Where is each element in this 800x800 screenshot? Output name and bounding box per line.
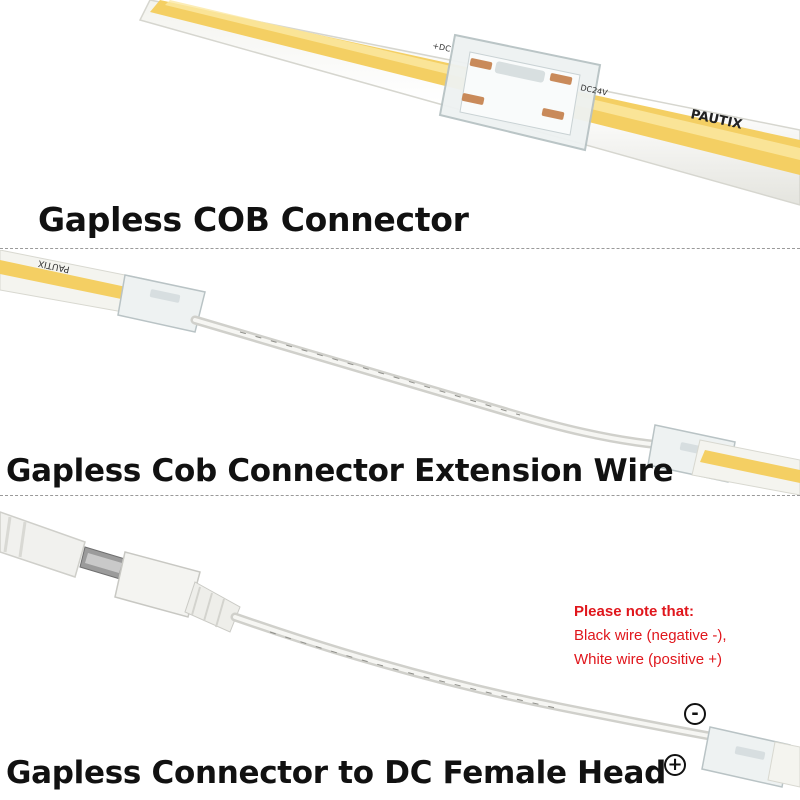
panel-divider-2: [0, 495, 800, 496]
positive-symbol-icon: +: [664, 754, 686, 776]
note-black-wire: Black wire (negative -),: [574, 627, 727, 644]
connector-housing: [438, 33, 602, 152]
note-title: Please note that:: [574, 603, 695, 620]
panel-cob-connector: +DC DC24V PAUTIX Gapless COB Connector: [0, 0, 800, 245]
extension-wire-photo: PAUTIX: [0, 250, 800, 495]
cob-connector-photo: +DC DC24V PAUTIX: [138, 0, 800, 206]
dc-female-head-photo: [0, 511, 800, 788]
wire-polarity-note: Please note that: Black wire (negative -…: [574, 600, 794, 672]
note-white-wire: White wire (positive +): [574, 651, 722, 668]
caption-extension-wire: Gapless Cob Connector Extension Wire: [6, 453, 674, 489]
caption-dc-female-head: Gapless Connector to DC Female Head: [6, 755, 667, 791]
strip-end-connector: [701, 726, 791, 788]
panel-divider: [0, 248, 800, 249]
panel-extension-wire: PAUTIX Gapless Cob Connector Extension W…: [0, 250, 800, 495]
dc-female-jack: [114, 551, 241, 633]
left-connector: [117, 274, 206, 333]
strip-polarity-label: +DC: [432, 41, 452, 54]
dc-male-plug: [0, 511, 126, 580]
caption-cob-connector: Gapless COB Connector: [38, 200, 469, 239]
panel-dc-female-head: Please note that: Black wire (negative -…: [0, 497, 800, 800]
negative-symbol-icon: -: [684, 703, 706, 725]
